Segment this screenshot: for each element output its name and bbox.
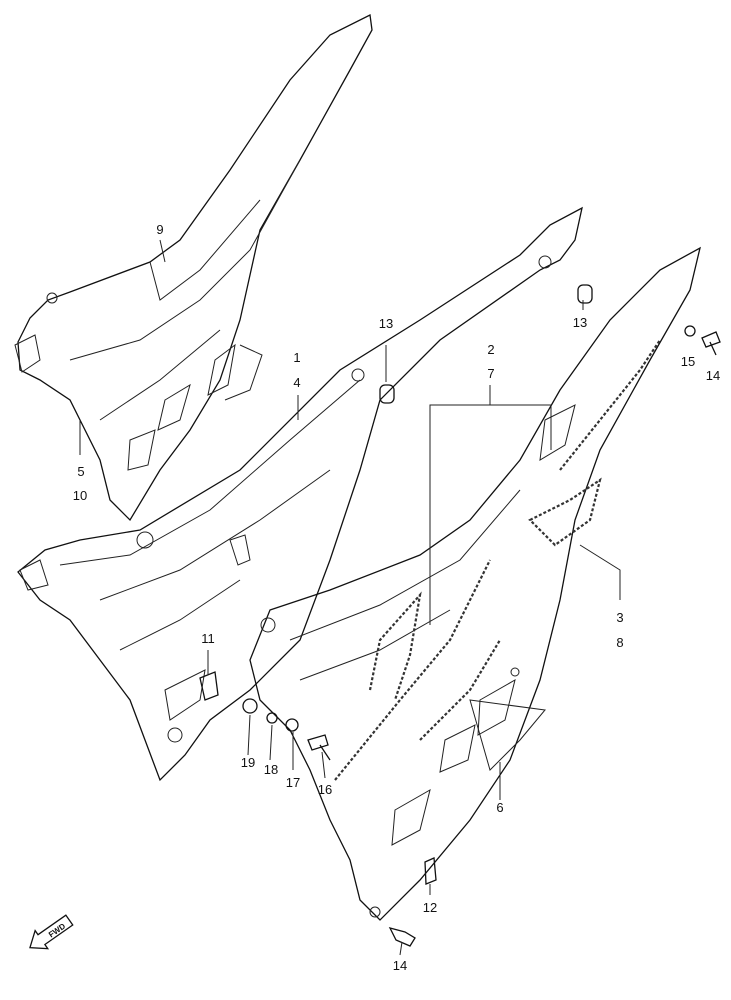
clip-11 (199, 671, 219, 701)
callout-16: 16 (318, 782, 332, 797)
collar-18 (266, 712, 278, 724)
callout-labels: 9 5 10 1 4 13 13 2 7 15 14 3 8 11 19 18 … (73, 222, 720, 973)
callout-9: 9 (156, 222, 163, 237)
callout-14-lower: 14 (393, 958, 407, 973)
clip-12 (424, 857, 437, 885)
grommet-19 (242, 698, 258, 714)
callout-13-right: 13 (573, 315, 587, 330)
grommet-13-upper (379, 384, 395, 404)
callout-15: 15 (681, 354, 695, 369)
middle-frame-cover (17, 206, 583, 782)
callout-3: 3 (616, 610, 623, 625)
washer-15 (684, 325, 696, 337)
callout-8: 8 (616, 635, 623, 650)
callout-7: 7 (487, 366, 494, 381)
washer-17 (285, 718, 299, 732)
callout-19: 19 (241, 755, 255, 770)
hardware (199, 284, 721, 947)
callout-18: 18 (264, 762, 278, 777)
callout-1: 1 (293, 350, 300, 365)
callout-13-upper: 13 (379, 316, 393, 331)
bolt-14-lower (388, 927, 416, 947)
upper-side-cover (14, 14, 373, 522)
callout-14-upper: 14 (706, 368, 720, 383)
right-side-cover (249, 246, 701, 921)
bolt-14-upper (701, 331, 721, 356)
callout-2: 2 (487, 342, 494, 357)
callout-10: 10 (73, 488, 87, 503)
callout-12: 12 (423, 900, 437, 915)
callout-4: 4 (293, 375, 300, 390)
callout-5: 5 (77, 464, 84, 479)
callout-6: 6 (496, 800, 503, 815)
leader-lines (79, 239, 621, 956)
bolt-16 (307, 734, 331, 761)
grommet-13-right (577, 284, 593, 304)
fwd-arrow-icon: FWD (29, 914, 74, 950)
callout-11: 11 (201, 631, 215, 646)
callout-17: 17 (286, 775, 300, 790)
